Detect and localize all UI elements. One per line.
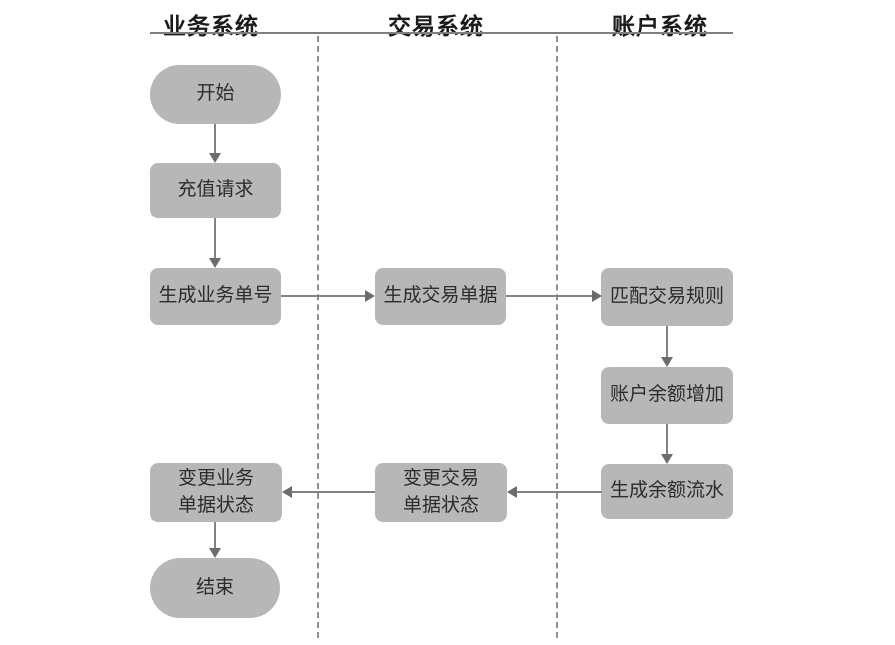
node-update-trade-doc-status: 变更交易 单据状态	[375, 463, 507, 522]
arrow-line	[517, 491, 602, 493]
arrow-line	[214, 522, 216, 548]
arrow-head-down-icon	[661, 357, 673, 367]
arrow-head-down-icon	[209, 153, 221, 163]
node-generate-balance-flow: 生成余额流水	[601, 464, 733, 519]
node-match-trade-rule: 匹配交易规则	[601, 268, 733, 326]
lane-divider-1	[317, 36, 319, 638]
lane-divider-2	[556, 36, 558, 638]
arrow-head-left-icon	[282, 486, 292, 498]
node-end: 结束	[150, 558, 280, 618]
arrow-line	[214, 218, 216, 258]
arrow-head-right-icon	[365, 290, 375, 302]
lane-title-business: 业务系统	[163, 13, 259, 39]
node-update-business-doc-status: 变更业务 单据状态	[150, 463, 282, 522]
arrow-line	[214, 124, 216, 154]
arrow-line	[666, 424, 668, 454]
header-underline	[150, 32, 733, 34]
arrow-head-down-icon	[661, 454, 673, 464]
arrow-head-down-icon	[209, 258, 221, 268]
arrow-head-down-icon	[209, 548, 221, 558]
arrow-head-right-icon	[592, 290, 602, 302]
arrow-line	[666, 326, 668, 357]
node-generate-business-no: 生成业务单号	[150, 268, 281, 325]
node-generate-trade-doc: 生成交易单据	[375, 268, 506, 325]
arrow-head-left-icon	[507, 486, 517, 498]
node-recharge-request: 充值请求	[150, 163, 281, 218]
arrow-line	[506, 295, 592, 297]
lane-title-account: 账户系统	[612, 13, 708, 39]
arrow-line	[292, 491, 375, 493]
node-start: 开始	[150, 65, 281, 124]
node-increase-account-balance: 账户余额增加	[601, 367, 733, 424]
lane-title-trade: 交易系统	[388, 13, 484, 39]
arrow-line	[281, 295, 365, 297]
